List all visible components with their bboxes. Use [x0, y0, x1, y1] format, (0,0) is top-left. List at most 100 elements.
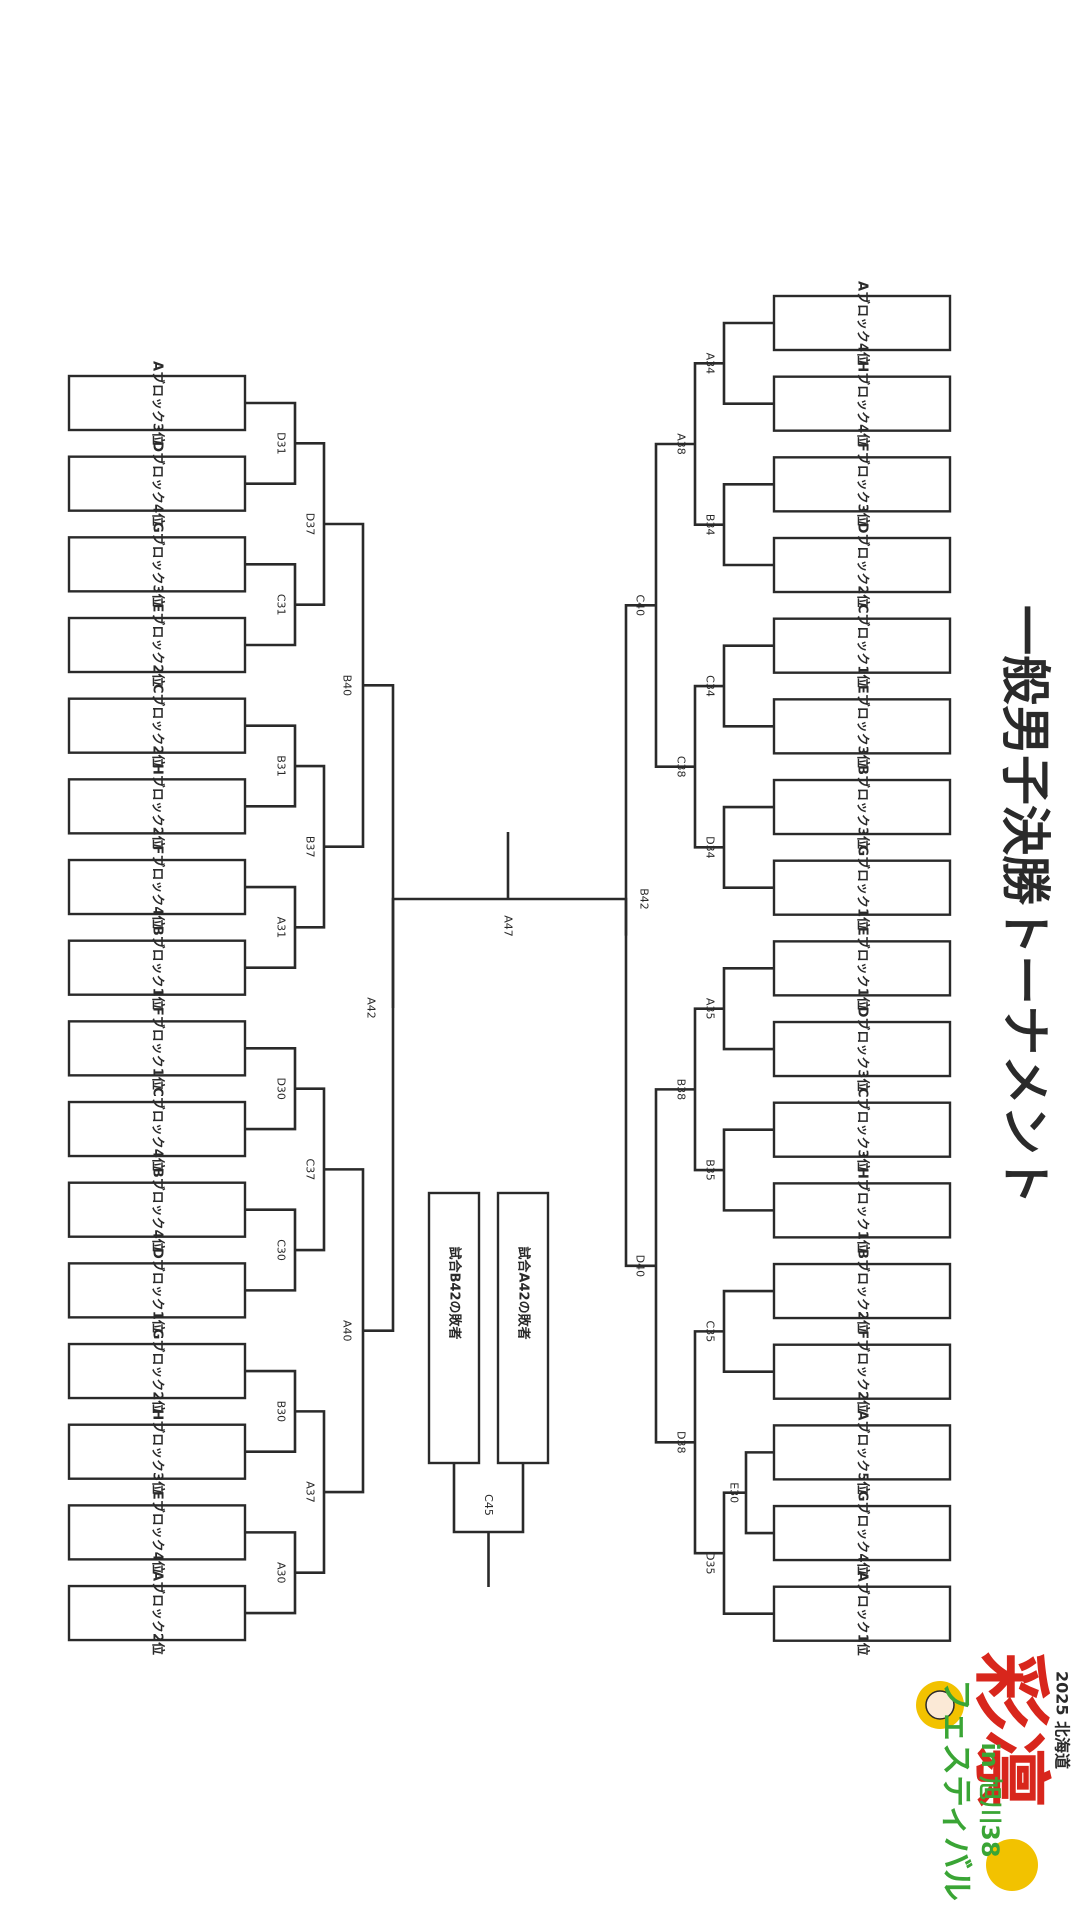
team-box — [772, 456, 952, 513]
team-box — [67, 374, 247, 432]
third-place-slot — [427, 1191, 481, 1465]
team-box — [67, 455, 247, 512]
team-label: Gブロック3位 — [150, 522, 166, 607]
team-box — [67, 1584, 247, 1642]
team-slot: Gブロック4位 — [772, 1491, 952, 1576]
team-slot: Aブロック5位 — [772, 1410, 952, 1494]
team-label: Aブロック2位 — [150, 1571, 166, 1655]
team-box — [67, 1342, 247, 1400]
match-label: A42 — [365, 997, 378, 1019]
team-label: Fブロック3位 — [855, 443, 871, 526]
team-label: Gブロック4位 — [855, 1491, 871, 1576]
team-slot: Bブロック4位 — [67, 1168, 247, 1252]
match-label: D37 — [304, 513, 317, 535]
third-place-box: 試合A42の敗者 — [496, 1191, 550, 1465]
bracket-connector — [654, 1088, 695, 1444]
team-box — [67, 1423, 247, 1480]
match-label: E30 — [728, 1482, 741, 1503]
team-box — [67, 1020, 247, 1077]
team-slot: Eブロック2位 — [67, 604, 247, 686]
team-box — [772, 1020, 952, 1078]
team-slot: Cブロック1位 — [772, 604, 952, 687]
match-label: C38 — [675, 756, 688, 778]
match-label: D40 — [634, 1255, 647, 1277]
team-label: Bブロック4位 — [150, 1168, 166, 1252]
match-label: A34 — [704, 353, 717, 375]
logo-sub-text: フェスティバル — [938, 1679, 976, 1901]
team-label: Aブロック4位 — [855, 281, 871, 365]
match-label: C45 — [482, 1494, 495, 1516]
match-label: A31 — [275, 917, 288, 939]
match-label: B42 — [638, 888, 651, 910]
bracket-connector — [722, 805, 774, 889]
bracket-connector — [693, 362, 724, 526]
match-label: B37 — [304, 836, 317, 858]
match-label: A30 — [275, 1562, 288, 1584]
bracket-connector — [722, 321, 774, 405]
team-box — [772, 1585, 952, 1642]
team-label: Bブロック3位 — [855, 765, 871, 849]
final-connector — [391, 897, 628, 1009]
team-box — [772, 1182, 952, 1239]
match-label: D38 — [675, 1431, 688, 1453]
team-label: Gブロック2位 — [150, 1329, 166, 1414]
bracket-lines — [245, 321, 774, 1616]
match-label: A38 — [675, 433, 688, 455]
team-slot: Dブロック1位 — [67, 1248, 247, 1333]
team-box — [772, 778, 952, 836]
team-label: Aブロック1位 — [855, 1572, 871, 1656]
team-slot: Eブロック1位 — [772, 927, 952, 1010]
team-box — [772, 536, 952, 594]
bracket-connector — [722, 1491, 774, 1616]
team-box — [67, 1262, 247, 1319]
match-label: A40 — [341, 1320, 354, 1342]
team-label: Hブロック4位 — [855, 361, 871, 446]
team-box — [67, 697, 247, 754]
team-slot: Cブロック3位 — [772, 1088, 952, 1171]
logo-mascot-face — [925, 1690, 955, 1720]
team-label: Eブロック4位 — [150, 1491, 166, 1574]
bracket-connector — [722, 1128, 774, 1212]
title-group: 一般男子決勝トーナメント — [996, 605, 1054, 1205]
team-label: Gブロック1位 — [855, 845, 871, 930]
team-slot: Gブロック1位 — [772, 845, 952, 930]
match-label: B30 — [275, 1401, 288, 1423]
team-box — [772, 940, 952, 997]
team-label: Dブロック3位 — [855, 1007, 871, 1092]
team-slot: Hブロック2位 — [67, 764, 247, 849]
team-box — [772, 859, 952, 916]
team-slot: Bブロック2位 — [772, 1249, 952, 1333]
team-slot: Fブロック3位 — [772, 443, 952, 526]
third-place-label: 試合A42の敗者 — [516, 1246, 532, 1339]
third-place-box: 試合B42の敗者 — [427, 1191, 481, 1465]
team-slot: Cブロック4位 — [67, 1087, 247, 1171]
match-label: C40 — [634, 595, 647, 617]
team-label: Cブロック2位 — [150, 684, 166, 768]
match-label: B34 — [704, 514, 717, 536]
third-place-playoff: 試合A42の敗者 試合B42の敗者 — [427, 1191, 550, 1465]
match-label: D35 — [704, 1552, 717, 1574]
team-label: Dブロック2位 — [855, 523, 871, 608]
bracket-connector — [654, 442, 695, 768]
bracket-connector — [722, 967, 774, 1051]
bracket-connector — [693, 1007, 724, 1172]
match-label: B38 — [675, 1079, 688, 1101]
team-box — [772, 1343, 952, 1400]
team-slot: Aブロック1位 — [772, 1572, 952, 1656]
team-slot: Bブロック1位 — [67, 926, 247, 1010]
match-label: D34 — [704, 836, 717, 858]
team-slot: Fブロック4位 — [67, 846, 247, 928]
bracket-connector — [693, 1330, 724, 1555]
team-slot: Dブロック4位 — [67, 441, 247, 526]
logo-year-region: 2025 北海道 — [1053, 1671, 1072, 1769]
team-slot: Hブロック3位 — [67, 1409, 247, 1494]
team-slot: Aブロック2位 — [67, 1571, 247, 1655]
match-label: D30 — [275, 1077, 288, 1099]
team-slot: Gブロック3位 — [67, 522, 247, 607]
team-box — [772, 1504, 952, 1562]
team-slot: Hブロック4位 — [772, 361, 952, 446]
team-label: Hブロック2位 — [150, 764, 166, 849]
team-box — [772, 698, 952, 755]
